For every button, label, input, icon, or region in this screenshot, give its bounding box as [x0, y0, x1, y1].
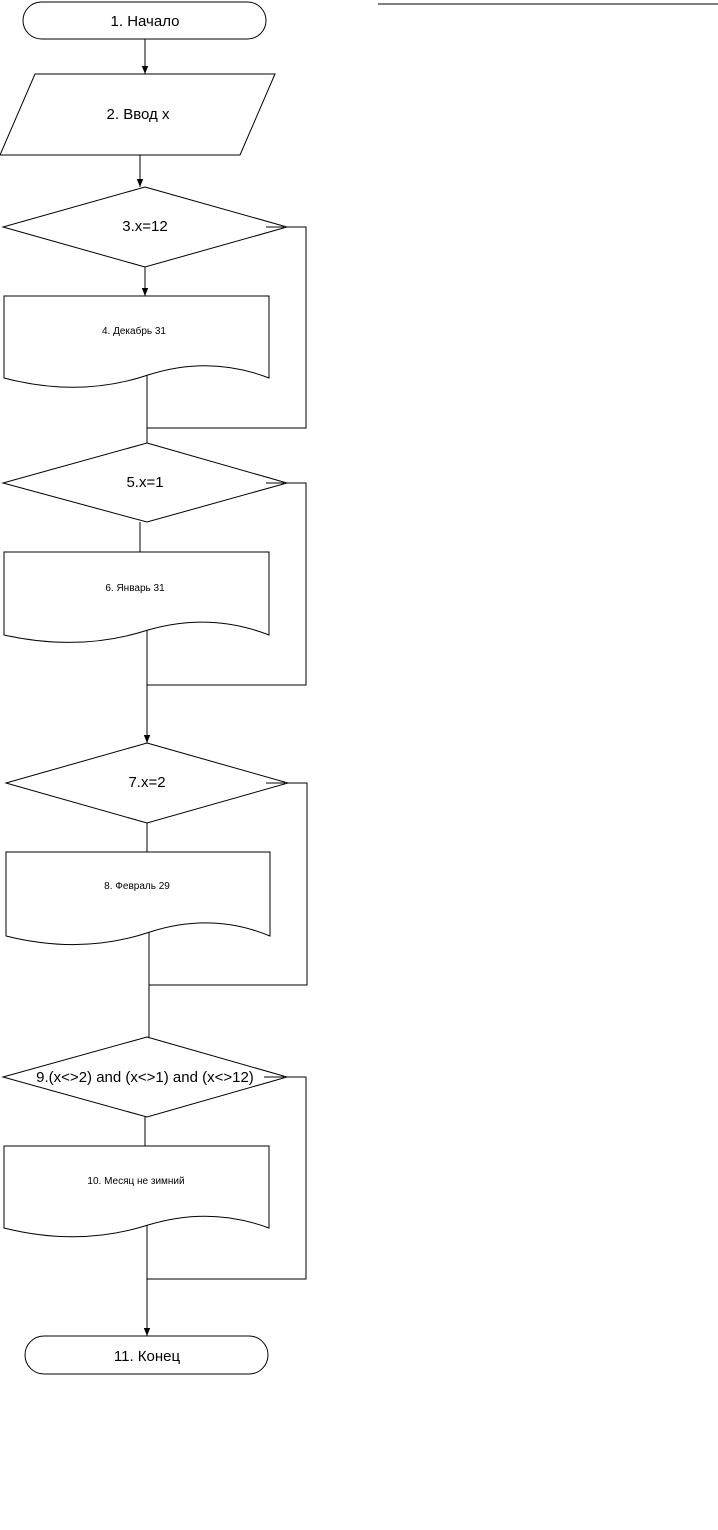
decision-other: 9.(x<>2) and (x<>1) and (x<>12)	[1, 1036, 289, 1118]
output-feb-document: 8. Февраль 29	[5, 851, 271, 946]
decision-jan: 5.x=1	[1, 442, 289, 523]
output-jan-label: 6. Январь 31	[105, 583, 165, 594]
decision-feb: 7.x=2	[4, 742, 290, 824]
decision-dec: 3.x=12	[1, 186, 289, 268]
decision-feb-label: 7.x=2	[128, 774, 165, 791]
decision-other-label: 9.(x<>2) and (x<>1) and (x<>12)	[36, 1069, 254, 1086]
output-dec-document: 4. Декабрь 31	[3, 295, 270, 388]
bypass-other	[147, 1076, 307, 1280]
bypass-feb	[149, 782, 308, 986]
input-label: 2. Ввод x	[107, 106, 170, 123]
output-other-label: 10. Месяц не зимний	[87, 1176, 184, 1187]
decision-jan-label: 5.x=1	[126, 474, 163, 491]
start-label: 1. Начало	[111, 13, 180, 30]
decision-dec-label: 3.x=12	[122, 218, 167, 235]
output-dec-label: 4. Декабрь 31	[102, 325, 166, 337]
end-label: 11. Конец	[114, 1348, 181, 1365]
output-feb-label: 8. Февраль 29	[104, 881, 170, 892]
input-parallelogram: 2. Ввод x	[0, 73, 276, 156]
start-terminator: 1. Начало	[22, 1, 267, 40]
bypass-dec	[147, 226, 307, 429]
output-other-document: 10. Месяц не зимний	[3, 1145, 270, 1238]
end-terminator: 11. Конец	[24, 1335, 269, 1375]
output-jan-document: 6. Январь 31	[3, 551, 270, 643]
bypass-jan	[147, 482, 307, 686]
